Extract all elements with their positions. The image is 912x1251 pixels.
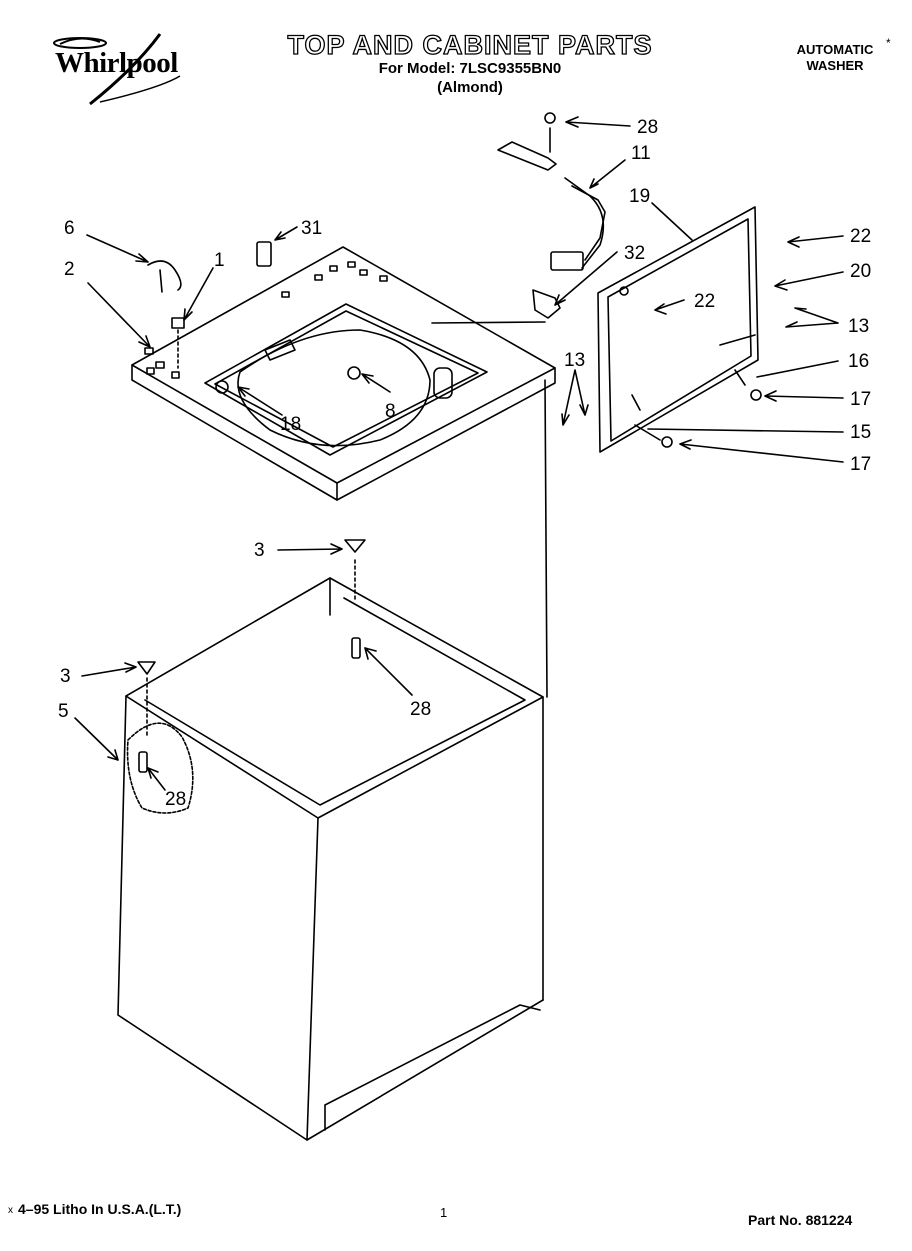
callout-28-middle: 28 xyxy=(410,699,431,720)
callout-28-lower: 28 xyxy=(165,789,186,810)
part-number: Part No. 881224 xyxy=(748,1212,853,1228)
lid xyxy=(597,206,762,453)
callout-3-lower: 3 xyxy=(60,666,71,687)
callout-labels: 28 11 19 22 20 22 13 16 17 15 17 13 32 3… xyxy=(58,117,871,810)
callout-16: 16 xyxy=(848,351,869,372)
lid-switch-assembly xyxy=(497,112,606,271)
hinge-clip-parts xyxy=(147,241,561,369)
callout-32: 32 xyxy=(624,243,645,264)
logo-swoosh-icon xyxy=(53,33,181,106)
color-line: (Almond) xyxy=(437,79,503,96)
product-type-line2: WASHER xyxy=(806,58,864,73)
callout-5: 5 xyxy=(58,701,69,722)
callout-22-inner: 22 xyxy=(694,291,715,312)
callout-3-upper: 3 xyxy=(254,540,265,561)
page-number: 1 xyxy=(440,1205,448,1220)
callout-31: 31 xyxy=(301,218,322,239)
asterisk-mark: * xyxy=(886,36,891,50)
model-line: For Model: 7LSC9355BN0 xyxy=(378,60,562,77)
top-panel xyxy=(131,246,556,501)
callout-11: 11 xyxy=(631,143,651,164)
print-info: 4–95 Litho In U.S.A.(L.T.) xyxy=(18,1201,182,1217)
callout-17-top: 17 xyxy=(850,389,871,410)
callout-20: 20 xyxy=(850,261,871,282)
callout-22-right: 22 xyxy=(850,226,871,247)
callout-28-top: 28 xyxy=(637,117,658,138)
whirlpool-logo xyxy=(40,28,200,108)
leader-lines xyxy=(74,116,844,791)
callout-18: 18 xyxy=(280,414,301,435)
callout-13-left: 13 xyxy=(564,350,585,371)
callout-1: 1 xyxy=(214,250,225,271)
callout-15: 15 xyxy=(850,422,871,443)
callout-17-bottom: 17 xyxy=(850,454,871,475)
asterisk-mark-footer: x xyxy=(8,1205,13,1216)
cabinet xyxy=(117,379,548,1141)
callout-13-right: 13 xyxy=(848,316,869,337)
callout-2: 2 xyxy=(64,259,75,280)
callout-8: 8 xyxy=(385,401,396,422)
page-title: TOP AND CABINET PARTS xyxy=(287,29,653,60)
callout-19: 19 xyxy=(629,186,650,207)
logo-text: Whirlpool xyxy=(55,47,178,79)
product-type-line1: AUTOMATIC xyxy=(796,42,874,57)
callout-6: 6 xyxy=(64,218,75,239)
